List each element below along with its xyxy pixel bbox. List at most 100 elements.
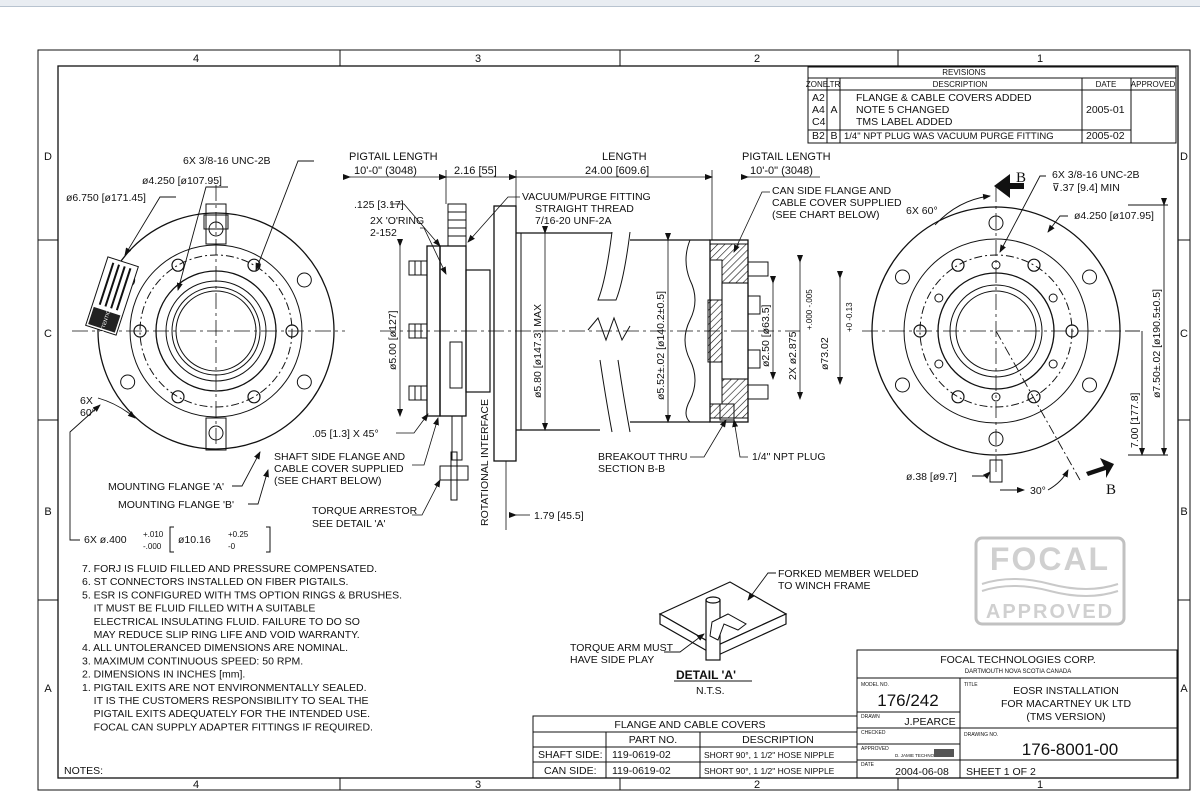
bolt-hole bbox=[951, 390, 965, 404]
model-label: MODEL NO. bbox=[861, 682, 889, 688]
breakout-label-2: SECTION B-B bbox=[598, 463, 665, 475]
left-angle-value: 60° bbox=[80, 407, 96, 419]
note-line: 2. DIMENSIONS IN INCHES [mm]. bbox=[82, 669, 245, 681]
holes-callout: 6X ø.400 +.010 -.000 ø10.16 +0.25 -0 bbox=[84, 526, 271, 553]
holes-metric-plus: +0.25 bbox=[228, 530, 249, 539]
right-end-view: B B 6X 3/8-16 UNC-2B ⊽.37 [9.4] MIN 6X 6… bbox=[862, 169, 1168, 498]
rev-desc: 1/4" NPT PLUG WAS VACUUM PURGE FITTING bbox=[844, 131, 1054, 142]
note-line: IT IS THE CUSTOMERS RESPONSIBILITY TO SE… bbox=[82, 695, 369, 707]
rev-date: 2005-01 bbox=[1086, 104, 1125, 116]
rev-header-zone: ZONE bbox=[806, 80, 828, 89]
grid-row-b-right: B bbox=[1180, 506, 1187, 518]
right-angle-60: 6X 60° bbox=[906, 205, 938, 217]
shaft-flange-label-1: SHAFT SIDE FLANGE AND bbox=[274, 451, 406, 463]
grid-col-4-top: 4 bbox=[193, 53, 199, 65]
bolt-hole bbox=[285, 324, 299, 338]
length-value: 24.00 [609.6] bbox=[585, 165, 649, 177]
rev-zone: A4 bbox=[812, 104, 825, 116]
grid-row-d-left: D bbox=[44, 151, 52, 163]
covers-row-part: 119-0619-02 bbox=[612, 749, 671, 761]
left-end-view: ATTENTION 6X 3/8-16 UNC-2B ø4.250 [ø107.… bbox=[66, 155, 345, 553]
drawing-date: 2004-06-08 bbox=[895, 766, 949, 778]
torque-arm-label-1: TORQUE ARM MUST bbox=[570, 642, 674, 654]
grid-row-d-right: D bbox=[1180, 151, 1188, 163]
left-angle-count: 6X bbox=[80, 395, 93, 407]
vacuum-label-1: VACUUM/PURGE FITTING bbox=[522, 191, 651, 203]
holes-tol-minus: -.000 bbox=[143, 542, 162, 551]
bolt-hole bbox=[171, 258, 185, 272]
note-line: 7. FORJ IS FLUID FILLED AND PRESSURE COM… bbox=[82, 563, 377, 575]
torque-arrestor-label-2: SEE DETAIL 'A' bbox=[312, 518, 385, 530]
pigtail-left-gap: 2.16 [55] bbox=[454, 165, 497, 177]
company-name: FOCAL TECHNOLOGIES CORP. bbox=[940, 654, 1096, 666]
right-hole: ø.38 [ø9.7] bbox=[906, 471, 957, 483]
mount-hole bbox=[1082, 269, 1098, 285]
grid-col-4-bottom: 4 bbox=[193, 779, 199, 791]
mount-hole bbox=[894, 269, 910, 285]
vacuum-label-3: 7/16-20 UNF-2A bbox=[535, 215, 611, 227]
mount-hole bbox=[988, 215, 1004, 231]
left-outer-dia: ø6.750 [ø171.45] bbox=[66, 192, 146, 204]
right-bolt-circle: ø4.250 [ø107.95] bbox=[1074, 210, 1154, 222]
covers-row-desc: SHORT 90°, 1 1/2" HOSE NIPPLE bbox=[704, 750, 835, 760]
right-small-holes bbox=[934, 260, 1058, 402]
rev-zone: C4 bbox=[812, 116, 826, 128]
rev-desc: FLANGE & CABLE COVERS ADDED bbox=[856, 92, 1032, 104]
note-line: 5. ESR IS CONFIGURED WITH TMS OPTION RIN… bbox=[82, 589, 402, 601]
note-line: ELECTRICAL INSULATING FLUID. FAILURE TO … bbox=[82, 616, 360, 628]
pigtail-left-label: PIGTAIL LENGTH bbox=[349, 151, 438, 163]
drawn-label: DRAWN bbox=[861, 714, 880, 720]
dia-2875-tol: +.000 -.005 bbox=[805, 289, 814, 330]
dim-179: 1.79 [45.5] bbox=[534, 510, 584, 522]
dim-125: .125 [3.17] bbox=[354, 199, 404, 211]
mount-hole bbox=[894, 377, 910, 393]
right-outer-holes bbox=[894, 215, 1098, 447]
note-line: MAY REDUCE SLIP RING LIFE AND VOID WARRA… bbox=[82, 629, 360, 641]
rev-desc: TMS LABEL ADDED bbox=[856, 116, 953, 128]
rev-header-ltr: LTR bbox=[826, 80, 841, 89]
can-flange-label-1: CAN SIDE FLANGE AND bbox=[772, 185, 891, 197]
mounting-flange-b: MOUNTING FLANGE 'B' bbox=[118, 499, 234, 511]
rev-zone: B2 bbox=[812, 130, 825, 142]
note-line: 6. ST CONNECTORS INSTALLED ON FIBER PIGT… bbox=[82, 576, 348, 588]
company-location: DARTMOUTH NOVA SCOTIA CANADA bbox=[965, 669, 1071, 675]
revisions-table: REVISIONS ZONE LTR DESCRIPTION DATE APPR… bbox=[806, 66, 1177, 144]
small-hole bbox=[991, 260, 1001, 270]
detail-scale: N.T.S. bbox=[696, 685, 725, 697]
tms-label-plate: ATTENTION bbox=[85, 256, 139, 336]
bolt-hole bbox=[1065, 324, 1079, 338]
drawn-by: J.PEARCE bbox=[904, 716, 955, 728]
mount-hole bbox=[1082, 377, 1098, 393]
side-view: PIGTAIL LENGTH 10'-0" (3048) 2.16 [55] L… bbox=[274, 151, 902, 530]
holes-metric-minus: -0 bbox=[228, 542, 236, 551]
dia-500: ø5.00 [ø127] bbox=[387, 310, 399, 370]
mount-hole bbox=[120, 374, 136, 390]
grid-row-c-right: C bbox=[1180, 328, 1188, 340]
covers-row-side: SHAFT SIDE: bbox=[538, 749, 603, 761]
bolt-hole bbox=[913, 324, 927, 338]
mount-hole bbox=[296, 374, 312, 390]
small-hole bbox=[934, 359, 944, 369]
right-bolt-note: 6X 3/8-16 UNC-2B bbox=[1052, 169, 1140, 181]
focal-approved-stamp: FOCAL APPROVED bbox=[974, 536, 1126, 626]
bolt-hole bbox=[171, 390, 185, 404]
mount-hole bbox=[208, 425, 224, 441]
pigtail-right-label: PIGTAIL LENGTH bbox=[742, 151, 831, 163]
grid-col-1-top: 1 bbox=[1037, 53, 1043, 65]
left-bolt-note: 6X 3/8-16 UNC-2B bbox=[183, 155, 271, 167]
note-line: PIGTAIL EXITS ADEQUATELY FOR THE INTENDE… bbox=[82, 708, 370, 720]
stamp-line-1: FOCAL bbox=[990, 541, 1110, 577]
section-b-top: B bbox=[1016, 170, 1026, 186]
mount-hole bbox=[988, 431, 1004, 447]
approved-signature: D. JAMIE TECHNOLOGY bbox=[895, 753, 947, 758]
pigtail-right-value: 10'-0" (3048) bbox=[750, 165, 813, 177]
dia-7302: ø73.02 bbox=[819, 337, 831, 370]
note-line: IT MUST BE FLUID FILLED WITH A SUITABLE bbox=[82, 603, 315, 615]
right-angle-30: 30° bbox=[1030, 485, 1046, 497]
bolt-hole bbox=[133, 324, 147, 338]
can-flange-label-3: (SEE CHART BELOW) bbox=[772, 209, 880, 221]
dia-250: ø2.50 [ø63.5] bbox=[760, 304, 772, 367]
mounting-flange-a: MOUNTING FLANGE 'A' bbox=[108, 481, 224, 493]
rev-header-date: DATE bbox=[1096, 80, 1117, 89]
